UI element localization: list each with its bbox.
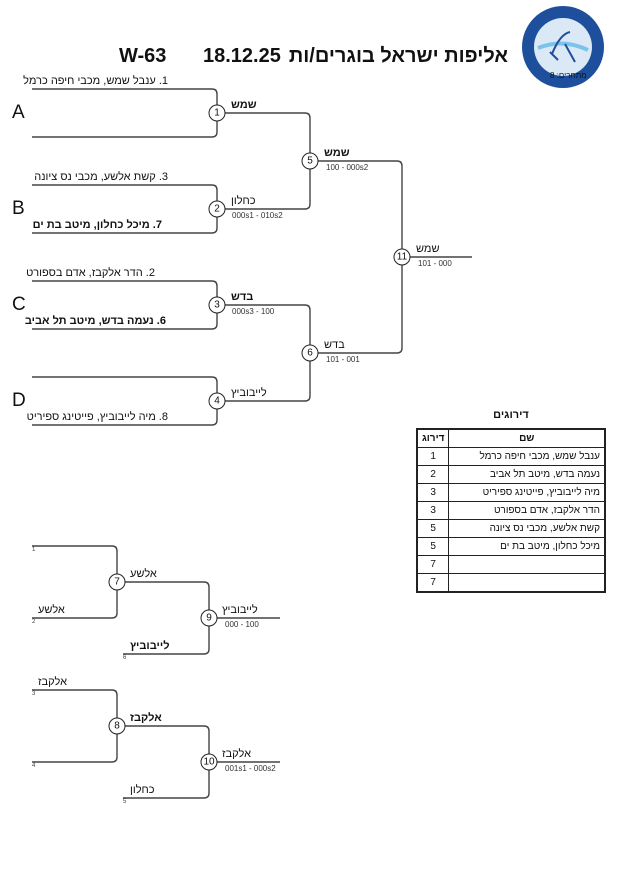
match-number: 6 — [301, 344, 319, 362]
page-title: אליפות ישראל בוגרים/ות — [288, 45, 508, 67]
rank: 5 — [416, 537, 450, 556]
match-number: 4 — [208, 392, 226, 410]
entry: 8. מיה לייבוביץ, פייטינג ספיריט — [26, 411, 168, 423]
name: נעמה בדש, מיטב תל אביב — [448, 465, 606, 484]
slot-number: 6 — [123, 655, 127, 661]
rank: 3 — [416, 501, 450, 520]
match-winner: אלקבז — [130, 712, 162, 724]
match-score: 000 - 100 — [225, 620, 259, 629]
entry: 3. קשת אלשע, מכבי נס ציונה — [34, 171, 168, 183]
entry: 2. הדר אלקבז, אדם בספורט — [26, 267, 155, 279]
slot-number: 3 — [32, 691, 36, 697]
match-winner: שמש — [324, 147, 350, 159]
match-score: 101 - 000 — [418, 259, 452, 268]
match-number: 8 — [108, 717, 126, 735]
name: מיה לייבוביץ, פייטינג ספיריט — [448, 483, 606, 502]
rank: 7 — [416, 555, 450, 574]
weight-category: W-63 — [119, 45, 167, 67]
name: הדר אלקבז, אדם בספורט — [448, 501, 606, 520]
slot-number: 4 — [32, 763, 36, 769]
match-number: 5 — [301, 152, 319, 170]
pool-label: C — [12, 294, 26, 315]
logo-emblem-icon — [522, 6, 604, 88]
rep-entry: כחלון — [130, 784, 155, 796]
rank: 5 — [416, 519, 450, 538]
match-winner: לייבוביץ — [222, 604, 258, 616]
pool-label: D — [12, 390, 26, 411]
slot-number: 2 — [32, 619, 36, 625]
match-score: 001s1 - 000s2 — [225, 764, 276, 773]
slot-number: 1 — [32, 547, 36, 553]
name: קשת אלשע, מכבי נס ציונה — [448, 519, 606, 538]
pool-label: B — [12, 198, 25, 219]
rep-entry: אלקבז — [38, 676, 68, 688]
name: מיכל כחלון, מיטב בת ים — [448, 537, 606, 556]
col-rank: דירוג — [416, 428, 450, 448]
slot-number: 5 — [123, 799, 127, 805]
match-number: 3 — [208, 296, 226, 314]
match-winner: לייבוביץ — [231, 387, 267, 399]
name: ענבל שמש, מכבי חיפה כרמל — [448, 447, 606, 466]
match-winner: אלקבז — [222, 748, 252, 760]
name — [448, 573, 606, 593]
rank: 2 — [416, 465, 450, 484]
entry: 7. מיכל כחלון, מיטב בת ים — [32, 219, 162, 231]
competitor-count: מתחרים: 8 — [550, 71, 587, 80]
match-number: 7 — [108, 573, 126, 591]
match-number: 10 — [200, 753, 218, 771]
rankings-title: דירוגים — [493, 409, 529, 421]
rank: 1 — [416, 447, 450, 466]
entry: 6. נעמה בדש, מיטב תל אביב — [24, 315, 166, 327]
match-score: 101 - 001 — [326, 355, 360, 364]
name — [448, 555, 606, 574]
match-score: 000s3 - 100 — [232, 307, 275, 316]
rank: 3 — [416, 483, 450, 502]
rank: 7 — [416, 573, 450, 593]
table-header: דירוג שם — [416, 428, 606, 448]
match-number: 11 — [393, 248, 411, 266]
col-name: שם — [448, 428, 606, 448]
event-date: 18.12.25 — [203, 45, 281, 67]
rep-entry: לייבוביץ — [130, 640, 170, 652]
table-row: 7 — [416, 573, 606, 593]
match-winner: בדש — [231, 291, 254, 303]
pool-label: A — [12, 102, 25, 123]
match-winner: כחלון — [231, 195, 256, 207]
entry: 1. ענבל שמש, מכבי חיפה כרמל — [23, 75, 168, 87]
final-winner: שמש — [416, 243, 440, 255]
match-number: 9 — [200, 609, 218, 627]
match-score: 100 - 000s2 — [326, 163, 369, 172]
match-number: 2 — [208, 200, 226, 218]
table-row: 7 — [416, 555, 606, 574]
match-winner: אלשע — [130, 568, 157, 580]
match-score: 000s1 - 010s2 — [232, 211, 283, 220]
match-winner: בדש — [324, 339, 345, 351]
match-winner: שמש — [231, 99, 257, 111]
match-number: 1 — [208, 104, 226, 122]
rep-entry: אלשע — [38, 604, 65, 616]
judo-association-logo: מתחרים: 8 — [520, 4, 606, 90]
